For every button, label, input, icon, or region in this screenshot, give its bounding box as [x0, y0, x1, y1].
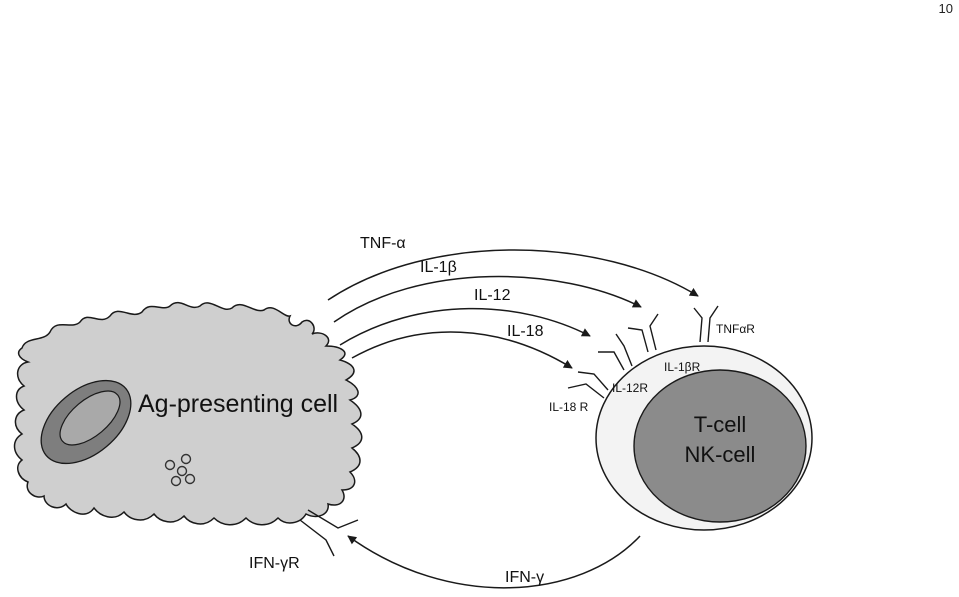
- receptor-il18-label: IL-18 R: [549, 400, 589, 414]
- receptor-il12-label: IL-12R: [612, 381, 648, 395]
- arrow-il18: [351, 331, 573, 369]
- ifn-gamma-receptor-label: IFN-γR: [249, 555, 300, 572]
- nk-cell-label: NK-cell: [685, 442, 756, 467]
- cytokine-il1-label: IL-1β: [420, 259, 457, 276]
- receptor-il18-icon: [567, 371, 609, 399]
- receptor-tnf-label: TNFαR: [716, 322, 755, 336]
- t-nk-cell: T-cell NK-cell: [595, 345, 813, 531]
- feedback-ifn-gamma-label: IFN-γ: [505, 569, 544, 586]
- apc-label: Ag-presenting cell: [138, 390, 338, 418]
- t-cell-label: T-cell: [694, 412, 747, 437]
- arrow-il12: [339, 307, 591, 346]
- ag-presenting-cell: Ag-presenting cell IFN-γR: [13, 301, 363, 572]
- page-number: 10: [938, 1, 953, 16]
- ifn-gamma-receptor-icon: [299, 509, 359, 557]
- arrow-il1: [333, 275, 642, 323]
- receptor-il1-icon: [627, 313, 659, 353]
- cytokine-il18-label: IL-18: [507, 323, 544, 340]
- apc-membrane: [13, 301, 363, 526]
- arrow-ifn-gamma: [347, 535, 641, 589]
- t-cell-nucleus: [633, 369, 807, 523]
- arrow-tnf: [327, 249, 699, 301]
- cytokine-il12-label: IL-12: [474, 287, 511, 304]
- cytokine-tnf-label: TNF-α: [360, 235, 406, 252]
- apc-nucleus-inner: [59, 390, 121, 446]
- receptor-il1-label: IL-1βR: [664, 360, 701, 374]
- receptor-tnf-icon: [693, 305, 719, 343]
- apc-vesicles: [164, 453, 196, 487]
- receptor-il12-icon: [598, 333, 633, 371]
